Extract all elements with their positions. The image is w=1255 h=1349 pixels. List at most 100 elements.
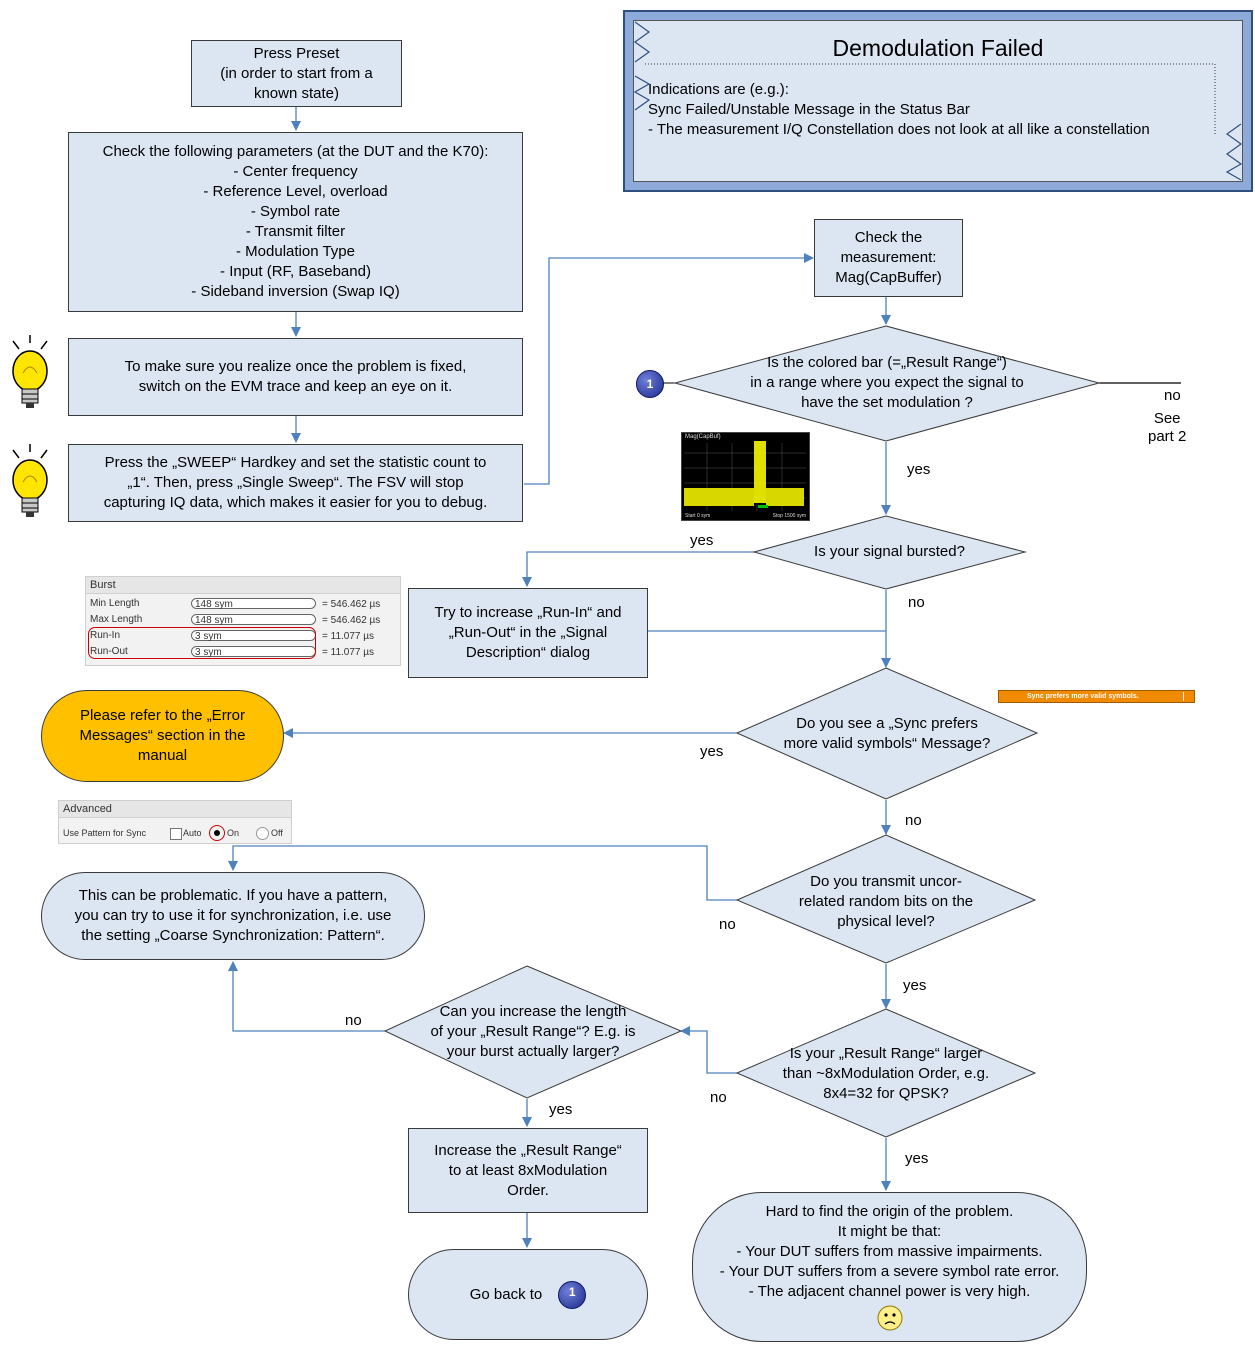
check-line-5: - Transmit filter: [245, 223, 346, 240]
off-label: Off: [271, 828, 283, 838]
spectrum-trace: [684, 441, 806, 511]
burst-run-in-calc: = 11.077 µs: [322, 631, 375, 642]
note-title: Demodulation Failed: [832, 35, 1044, 61]
hard-line-3: - Your DUT suffers from massive impairme…: [736, 1243, 1043, 1260]
see-part2-line-2: part 2: [1148, 428, 1187, 445]
arrow-increase-no: [228, 961, 385, 1032]
spectrum-start: Start 0 sym: [685, 513, 711, 519]
decision-result-range-larger: [735, 1008, 1037, 1138]
label-no-sync: no: [905, 812, 922, 829]
on-radio-dot: [214, 830, 220, 836]
check-meas-line-1: Check the: [854, 229, 923, 246]
hard-line-2: It might be that:: [837, 1223, 942, 1240]
title-note: Demodulation Failed Indications are (e.g…: [623, 10, 1253, 192]
label-yes-1: yes: [907, 461, 931, 478]
decision-bursted-text: Is your signal bursted?: [754, 540, 1025, 564]
evm-line-2: switch on the EVM trace and keep an eye …: [138, 378, 453, 395]
decision-increase-length: [383, 965, 683, 1099]
sweep-box: Press the „SWEEP“ Hardkey and set the st…: [68, 444, 523, 522]
arrow-sweep-to-check-meas: [524, 253, 814, 485]
step-1-badge: 1: [636, 370, 664, 398]
decision-result-range-larger-text: Is your „Result Range“ larger than ~8xMo…: [737, 1042, 1035, 1106]
decision-result-range-bar: [673, 325, 1101, 442]
note-line-1: Indications are (e.g.):: [648, 81, 789, 98]
hard-line-1: Hard to find the origin of the problem.: [765, 1203, 1014, 1220]
arrow-bursted-yes: [522, 551, 754, 587]
go-back-terminal: Go back to 1: [408, 1249, 648, 1340]
decision-sync-prefers-text: Do you see a „Sync prefers more valid sy…: [737, 712, 1037, 756]
check-line-8: - Sideband inversion (Swap IQ): [191, 283, 400, 300]
burst-row-runout-label: Run-Out: [90, 646, 128, 657]
check-line-7: - Input (RF, Baseband): [220, 263, 371, 280]
check-line-1: Check the following parameters (at the D…: [102, 143, 489, 160]
sweep-line-1: Press the „SWEEP“ Hardkey and set the st…: [104, 454, 487, 471]
burst-row-min-label: Min Length: [90, 598, 140, 609]
run-in-out-highlight: [88, 627, 316, 659]
problematic-line-3: the setting „Coarse Synchronization: Pat…: [81, 927, 385, 944]
increase-range-box: Increase the „Result Range“ to at least …: [408, 1128, 648, 1213]
note-dotted-frame: [645, 63, 1216, 136]
use-pattern-label: Use Pattern for Sync: [63, 828, 147, 838]
burst-min-length-calc: = 546.462 µs: [322, 599, 381, 610]
on-label: On: [227, 828, 240, 838]
sad-face-icon: [877, 1305, 902, 1331]
decision-sync-prefers: [735, 667, 1039, 800]
preset-line-3: known state): [253, 84, 340, 102]
error-line-1: Please refer to the „Error: [79, 707, 246, 724]
check-line-3: - Reference Level, overload: [203, 183, 388, 200]
increase-line-1: Increase the „Result Range“: [434, 1141, 622, 1159]
status-scroll-icon: [1183, 692, 1193, 701]
decision-result-range-bar-text: Is the colored bar (=„Result Range“) in …: [675, 346, 1099, 420]
decision-uncorrelated-text: Do you transmit uncor- related random bi…: [737, 870, 1035, 934]
error-line-2: Messages“ section in the: [79, 727, 246, 744]
lightbulb-icon: [12, 335, 48, 408]
hard-line-5: - The adjacent channel power is very hig…: [748, 1283, 1031, 1300]
step-1-badge-goback: 1: [558, 1280, 587, 1309]
note-line-3: - The measurement I/Q Constellation does…: [648, 121, 1150, 138]
check-parameters-box: Check the following parameters (at the D…: [68, 132, 523, 312]
problematic-line-2: you can try to use it for synchronizatio…: [74, 907, 392, 924]
decision-uncorr-line-2: related random bits on the: [798, 893, 974, 910]
check-line-6: - Modulation Type: [236, 243, 355, 260]
title-note-inner: Demodulation Failed Indications are (e.g…: [633, 20, 1243, 182]
label-yes-bursted: yes: [690, 532, 714, 549]
label-no-larger: no: [710, 1089, 727, 1106]
decision-length-line-1: Can you increase the length: [439, 1003, 627, 1020]
burst-row-max-label: Max Length: [90, 614, 143, 625]
error-line-3: manual: [137, 747, 188, 764]
label-yes-larger: yes: [905, 1150, 929, 1167]
burst-min-length-field[interactable]: 148 sym: [191, 598, 316, 610]
burst-settings-panel: Burst Min Length 148 sym = 546.462 µs Ma…: [85, 576, 401, 666]
problematic-line-1: This can be problematic. If you have a p…: [78, 887, 388, 904]
decision-larger-line-3: 8x4=32 for QPSK?: [823, 1085, 949, 1102]
advanced-panel-title: Advanced: [59, 801, 291, 818]
label-see-part2: See part 2: [1148, 410, 1186, 446]
burst-row-runin-label: Run-In: [90, 630, 121, 641]
label-no-part2: no: [1164, 387, 1181, 404]
off-radio[interactable]: [256, 827, 269, 840]
check-meas-line-2: measurement:: [840, 249, 937, 266]
decision-bursted-line: Is your signal bursted?: [814, 543, 965, 560]
evm-trace-box: To make sure you realize once the proble…: [68, 338, 523, 416]
auto-checkbox[interactable]: [170, 828, 182, 840]
auto-label: Auto: [183, 828, 202, 838]
lightbulb-icon-2: [12, 444, 48, 517]
burst-max-length-field[interactable]: 148 sym: [191, 614, 316, 626]
label-yes-length: yes: [549, 1101, 573, 1118]
problematic-terminal: This can be problematic. If you have a p…: [41, 872, 425, 960]
burst-run-out-calc: = 11.077 µs: [322, 647, 375, 658]
label-no-bursted: no: [908, 594, 925, 611]
decision-uncorr-line-1: Do you transmit uncor-: [810, 873, 962, 890]
decision-1-line-3: have the set modulation ?: [801, 394, 973, 411]
decision-increase-length-text: Can you increase the length of your „Res…: [385, 1000, 681, 1064]
sync-status-message: Sync prefers more valid symbols.: [998, 690, 1195, 703]
decision-bursted: [752, 515, 1027, 590]
preset-line-1: Press Preset: [253, 44, 340, 62]
spectrum-stop: Stop 1500 sym: [772, 513, 806, 519]
burst-panel-title: Burst: [86, 577, 400, 594]
check-meas-line-3: Mag(CapBuffer): [835, 269, 942, 286]
runin-line-3: Description“ dialog: [465, 644, 591, 661]
decision-1-line-1: Is the colored bar (=„Result Range“): [767, 354, 1007, 371]
on-radio[interactable]: [209, 825, 225, 841]
